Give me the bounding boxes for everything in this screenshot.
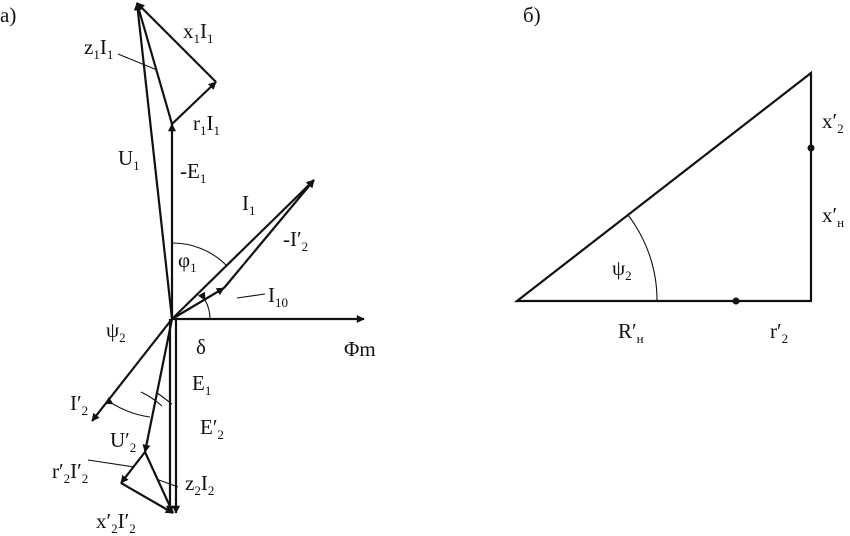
leader-z2I2 — [158, 479, 179, 488]
phi1-angle-arc — [171, 242, 227, 266]
panel-b: б) x′2 x′н ψ2 R′н r′2 — [513, 3, 844, 346]
panel-a: а) — [0, 2, 376, 536]
label-xnp: x′н — [822, 203, 844, 230]
secondary-reactive-drop-phasor — [120, 482, 174, 514]
label-psi2: ψ2 — [106, 318, 126, 345]
primary-current-phasor — [171, 179, 315, 320]
leader-r2I2 — [87, 459, 135, 468]
triangle-side-dot — [807, 144, 815, 152]
label-E1: E1 — [192, 371, 211, 398]
psi2-angle-arc-upper — [140, 391, 163, 407]
primary-impedance-drop-phasor — [135, 2, 174, 125]
label-I2p: I′2 — [70, 391, 88, 418]
panel-a-tag: а) — [0, 3, 16, 27]
label-z1I1: z1I1 — [84, 35, 113, 62]
leader-z1I1 — [117, 53, 158, 71]
label-r1I1: r1I1 — [193, 111, 220, 138]
label-neg-E1: -E1 — [180, 159, 206, 186]
label-r2I2: r′2I′2 — [52, 459, 88, 486]
primary-voltage-phasor — [133, 2, 174, 320]
label-Rnp: R′н — [618, 319, 644, 346]
label-z2I2: z2I2 — [185, 471, 214, 498]
secondary-resistive-drop-phasor — [120, 451, 146, 484]
label-I10: I10 — [268, 283, 288, 310]
secondary-impedance-drop-phasor — [144, 451, 174, 514]
label-I1: I1 — [242, 191, 256, 218]
label-psi2-b: ψ2 — [612, 256, 632, 283]
primary-reactive-drop-phasor — [136, 2, 217, 83]
label-neg-I2p: -I′2 — [283, 227, 308, 254]
delta-angle-arc — [197, 291, 211, 320]
label-delta: δ — [196, 335, 206, 359]
leader-I10 — [236, 293, 266, 299]
psi2-angle-arc-lower — [104, 396, 151, 418]
label-U1: U1 — [118, 146, 140, 173]
label-x1I1: x1I1 — [183, 19, 214, 46]
triangle-base-dot — [732, 297, 740, 305]
panel-b-tag: б) — [523, 3, 541, 27]
psi2-angle-arc-b — [627, 214, 658, 302]
leader-E1 — [155, 391, 173, 405]
secondary-current-phasor — [91, 318, 173, 422]
label-x2p: x′2 — [822, 109, 844, 136]
primary-resistive-drop-phasor — [171, 81, 217, 125]
secondary-voltage-phasor — [142, 318, 174, 453]
neg-secondary-current-phasor — [223, 179, 315, 289]
label-x2I2: x′2I′2 — [96, 509, 136, 536]
label-r2p: r′2 — [770, 319, 788, 346]
label-U2p: U′2 — [110, 428, 136, 455]
label-phi1: φ1 — [178, 248, 197, 275]
label-Phim: Φm — [344, 337, 376, 361]
magnetizing-current-phasor — [171, 287, 225, 320]
label-E2p: E′2 — [200, 415, 224, 442]
impedance-triangle — [513, 70, 813, 303]
